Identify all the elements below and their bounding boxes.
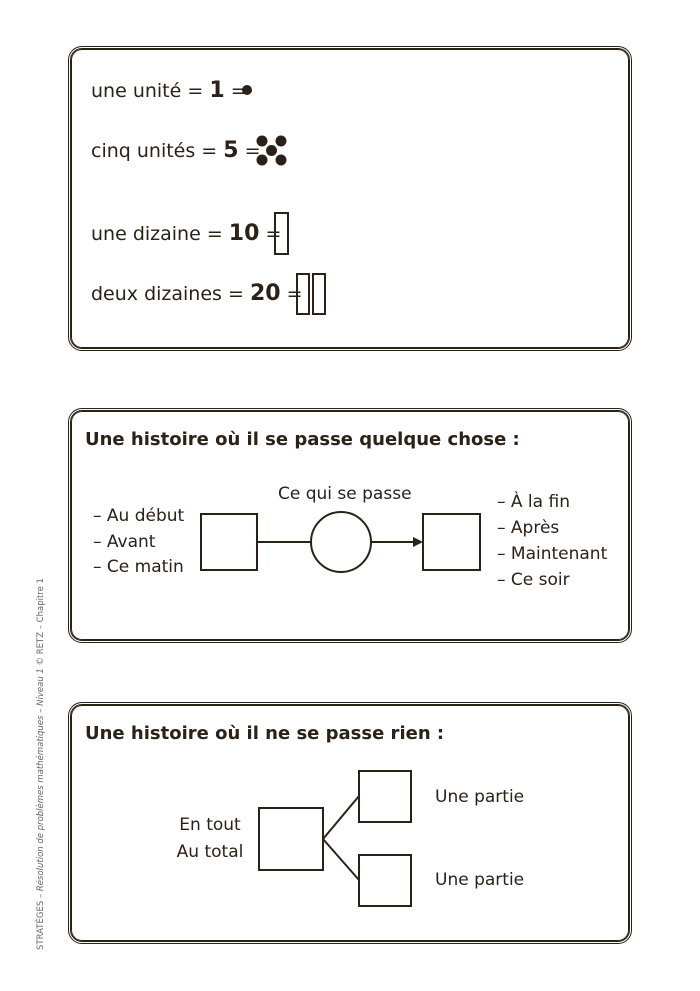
left-label: – Au début bbox=[93, 506, 185, 526]
left-label: – Avant bbox=[93, 532, 156, 552]
parts-title: Une histoire où il ne se passe rien : bbox=[85, 723, 445, 744]
ten-bar-icon bbox=[274, 212, 289, 255]
middle-label: Ce qui se passe bbox=[278, 484, 412, 504]
part-label: Une partie bbox=[435, 870, 525, 890]
parts-card: Une histoire où il ne se passe rien : bbox=[68, 702, 632, 944]
right-label: – À la fin bbox=[497, 492, 570, 512]
units-row-1: une unité = 1 = bbox=[91, 78, 247, 103]
ten-bar-icon bbox=[312, 273, 326, 315]
part-label: Une partie bbox=[435, 787, 525, 807]
whole-label: En tout bbox=[179, 815, 241, 835]
branch-line bbox=[322, 838, 360, 881]
right-label: – Après bbox=[497, 518, 560, 538]
units-row-10: une dizaine = 10 = bbox=[91, 221, 282, 246]
five-dots-icon bbox=[256, 135, 287, 166]
arrowhead-icon bbox=[413, 537, 423, 547]
branch-line bbox=[322, 795, 360, 840]
right-label: – Ce soir bbox=[497, 570, 570, 590]
part-box bbox=[358, 854, 412, 907]
units-card bbox=[68, 46, 632, 351]
right-label: – Maintenant bbox=[497, 544, 608, 564]
left-label: – Ce matin bbox=[93, 557, 184, 577]
change-title: Une histoire où il se passe quelque chos… bbox=[85, 429, 520, 450]
units-row-5: cinq unités = 5 = bbox=[91, 138, 261, 163]
units-row-20: deux dizaines = 20 = bbox=[91, 281, 303, 306]
dot-icon bbox=[242, 85, 252, 95]
ten-bar-icon bbox=[296, 273, 310, 315]
change-card: Une histoire où il se passe quelque chos… bbox=[68, 408, 632, 643]
whole-label: Au total bbox=[176, 842, 244, 862]
